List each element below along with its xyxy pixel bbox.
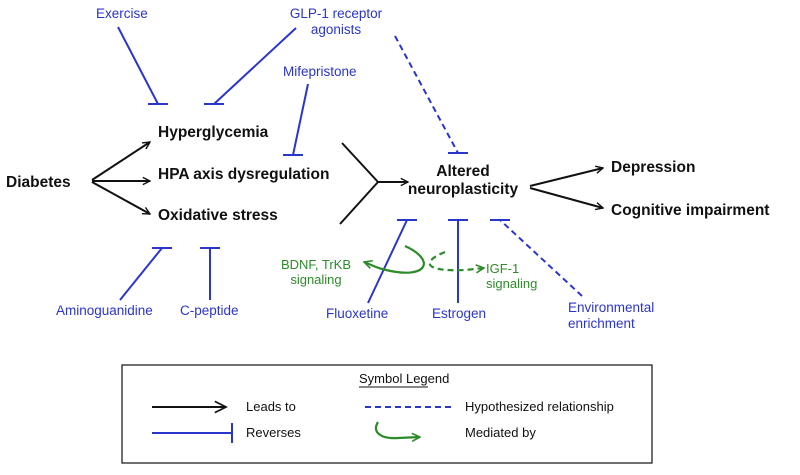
legend-mediated-by-label: Mediated by <box>465 425 536 440</box>
node-altered-neuroplasticity: Altered neuroplasticity <box>388 163 538 199</box>
arrow-diabetes-hyperglycemia <box>91 142 150 181</box>
label-glp1-agonists: GLP-1 receptor agonists <box>276 6 396 37</box>
label-bdnf-line1: BDNF, TrKB <box>280 257 352 272</box>
node-diabetes: Diabetes <box>6 174 71 191</box>
label-igf1-line2: signaling <box>486 275 538 291</box>
inhibit-mifepristone-line <box>292 83 309 156</box>
arrow-diabetes-oxidative <box>91 181 150 215</box>
node-depression: Depression <box>611 159 696 176</box>
legend-leads-to-label: Leads to <box>246 399 296 414</box>
inhibit-exercise-line <box>117 26 159 105</box>
label-environmental-line1: Environmental <box>568 300 655 315</box>
label-environmental-enrichment: Environmental enrichment <box>568 300 654 331</box>
label-bdnf-line2: signaling <box>290 271 342 287</box>
connector-oxidative-merge <box>339 181 379 225</box>
legend-mediated-symbol <box>374 421 420 438</box>
arrow-to-depression <box>529 168 603 187</box>
inhibit-glp1-line <box>213 27 297 105</box>
node-hpa-axis: HPA axis dysregulation <box>158 166 330 183</box>
node-altered-line2: neuroplasticity <box>407 180 519 198</box>
node-hyperglycemia: Hyperglycemia <box>158 124 269 141</box>
connector-hyperglycemia-merge <box>341 142 379 183</box>
node-cognitive-impairment: Cognitive impairment <box>611 202 770 219</box>
legend-box <box>121 364 653 464</box>
label-mifepristone: Mifepristone <box>283 64 357 79</box>
hypothesized-environmental-neuroplasticity <box>499 219 583 297</box>
inhibit-aminoguanidine-line <box>119 247 163 301</box>
legend-reverses-label: Reverses <box>246 425 301 440</box>
label-glp1-line1: GLP-1 receptor <box>289 6 383 21</box>
label-aminoguanidine: Aminoguanidine <box>56 303 153 318</box>
legend-title: Symbol Legend <box>359 371 450 386</box>
arrow-to-cognitive <box>529 187 603 208</box>
label-exercise: Exercise <box>96 6 148 21</box>
label-fluoxetine: Fluoxetine <box>326 306 389 321</box>
label-bdnf-trkb-signaling: BDNF, TrKB signaling <box>266 257 366 288</box>
label-glp1-line2: agonists <box>310 21 362 37</box>
node-oxidative-stress: Oxidative stress <box>158 207 278 224</box>
label-c-peptide: C-peptide <box>180 303 239 318</box>
label-igf1-signaling: IGF-1 signaling <box>486 261 538 292</box>
mediated-igf-curve <box>428 250 484 270</box>
legend-hypothesized-label: Hypothesized relationship <box>465 399 614 414</box>
label-environmental-line2: enrichment <box>568 315 635 331</box>
inhibit-fluoxetine-line <box>367 219 408 304</box>
hypothesized-glp1-neuroplasticity <box>394 35 459 154</box>
label-estrogen: Estrogen <box>432 306 487 321</box>
node-altered-line1: Altered <box>436 163 490 180</box>
mediated-bdnf-curve <box>364 244 425 274</box>
label-igf1-line1: IGF-1 <box>486 261 520 276</box>
